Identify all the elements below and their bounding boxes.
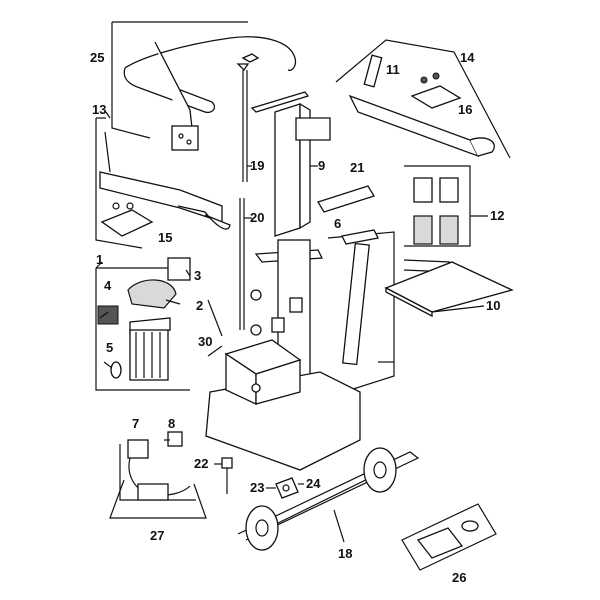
label-18: 18	[338, 546, 352, 561]
motor-assembly	[95, 257, 191, 391]
part-labels: 25 14 11 16 13 19 9 21 20 15 12 6 1 3 4 …	[90, 50, 504, 585]
jaws-12	[404, 165, 471, 247]
label-7: 7	[132, 416, 139, 431]
label-10: 10	[486, 298, 500, 313]
rods	[236, 63, 250, 330]
handle-assembly	[111, 21, 297, 151]
label-6: 6	[334, 216, 341, 231]
wheel-assembly-18	[237, 447, 420, 551]
label-21: 21	[350, 160, 364, 175]
left-cradle-assembly	[95, 117, 231, 249]
label-26: 26	[452, 570, 466, 585]
part-5	[110, 361, 122, 379]
cradle-plate-15	[100, 209, 154, 237]
bracket-25	[111, 22, 151, 139]
label-12: 12	[490, 208, 504, 223]
main-frame	[205, 239, 361, 471]
label-20: 20	[250, 210, 264, 225]
fan-cover-2	[127, 279, 177, 309]
label-30: 30	[198, 334, 212, 349]
label-14: 14	[460, 50, 475, 65]
label-3: 3	[194, 268, 201, 283]
bracket-21	[317, 185, 375, 213]
label-23: 23	[250, 480, 264, 495]
label-16: 16	[458, 102, 472, 117]
handle-mount-plate	[171, 125, 199, 151]
right-cradle-assembly	[335, 39, 511, 159]
hydraulic-assembly-27	[109, 431, 207, 519]
cylinder-6	[327, 229, 395, 391]
label-15: 15	[158, 230, 172, 245]
switch-4	[97, 305, 119, 325]
wheel-right	[363, 447, 397, 493]
wheel-left	[245, 505, 279, 551]
small-parts	[221, 457, 299, 499]
label-5: 5	[106, 340, 113, 355]
label-9: 9	[318, 158, 325, 173]
label-24: 24	[306, 476, 321, 491]
cradle-plate-16	[410, 85, 462, 109]
column-9	[250, 91, 331, 237]
leader-lines	[95, 111, 488, 543]
label-22: 22	[194, 456, 208, 471]
label-19: 19	[250, 158, 264, 173]
table-10	[384, 259, 514, 318]
label-8: 8	[168, 416, 175, 431]
kit-26	[401, 503, 497, 571]
label-13: 13	[92, 102, 106, 117]
bracket-1	[95, 268, 190, 391]
label-25: 25	[90, 50, 104, 65]
label-2: 2	[196, 298, 203, 313]
clip-11	[363, 54, 383, 88]
label-27: 27	[150, 528, 164, 543]
label-1: 1	[96, 252, 103, 267]
label-4: 4	[104, 278, 112, 293]
label-11: 11	[386, 62, 400, 77]
capacitor-3	[167, 257, 191, 281]
